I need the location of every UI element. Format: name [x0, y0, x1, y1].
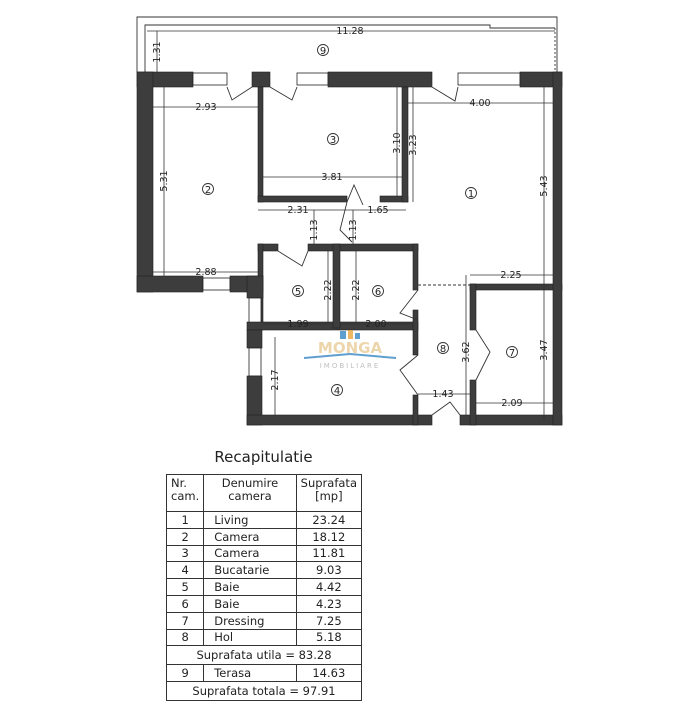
cell-name: Dressing — [203, 611, 297, 630]
cell-area: 7.25 — [295, 611, 363, 630]
dim-r2-bottom: 2.88 — [195, 267, 216, 278]
watermark-sub: IMOBILIARE — [320, 362, 381, 370]
dim-r6-width: 2.00 — [365, 319, 386, 330]
svg-text:9: 9 — [320, 46, 326, 57]
header-area: Suprafata [mp] — [295, 474, 363, 512]
cell-area: 23.24 — [295, 511, 363, 529]
dim-r1-left-height: 3.23 — [408, 134, 419, 155]
cell-name: Camera — [203, 544, 297, 563]
svg-text:1: 1 — [468, 189, 474, 200]
dim-r1-height: 5.43 — [539, 175, 550, 196]
svg-text:8: 8 — [440, 344, 446, 355]
room-1-label: 1 — [465, 187, 477, 200]
svg-text:3: 3 — [330, 135, 336, 146]
room-5-label: 5 — [292, 285, 304, 298]
room-4-label: 4 — [331, 384, 343, 397]
svg-text:7: 7 — [509, 348, 515, 359]
cell-area: 14.63 — [295, 664, 363, 683]
dim-terrace-depth: 1.31 — [152, 41, 163, 62]
table-header: Nr. cam. Denumire camera Suprafata [mp] — [165, 474, 363, 512]
cell-area: 11.81 — [295, 544, 363, 563]
cell-name: Bucatarie — [203, 561, 297, 580]
room-3-label: 3 — [327, 133, 339, 146]
dimension-labels: 11.28 1.31 2.93 5.31 2.88 3.81 3.10 3.23… — [152, 26, 550, 409]
terrace-outline — [136, 16, 558, 72]
header-name: Denumire camera — [203, 474, 297, 512]
cell-nr: 3 — [165, 544, 205, 563]
walls — [136, 71, 563, 426]
summary-table: Nr. cam. Denumire camera Suprafata [mp] … — [165, 474, 363, 702]
cell-name: Baie — [203, 578, 297, 596]
room-8-label: 8 — [437, 342, 449, 355]
cell-nr: 7 — [165, 611, 205, 630]
grand-total-row: Suprafata totala = 97.91 — [166, 681, 362, 702]
cell-name: Hol — [203, 628, 297, 647]
dim-r7-width: 2.09 — [501, 398, 522, 409]
dim-r8-height: 3.62 — [461, 341, 472, 362]
cell-area: 4.42 — [295, 578, 363, 596]
cell-area: 9.03 — [295, 561, 363, 580]
useful-total-row: Suprafata utila = 83.28 — [166, 645, 362, 666]
useful-total: Suprafata utila = 83.28 — [166, 645, 362, 666]
svg-text:2: 2 — [205, 185, 211, 196]
doors — [226, 86, 491, 416]
dim-r7-height: 3.47 — [539, 339, 550, 360]
dim-hall-h1: 1.13 — [309, 219, 320, 240]
cell-nr: 2 — [165, 527, 205, 546]
cell-name: Terasa — [203, 664, 297, 683]
cell-area: 18.12 — [295, 527, 363, 546]
table-row: 9 Terasa 14.63 — [165, 664, 363, 683]
dim-r7-top: 2.25 — [500, 270, 521, 281]
dim-hall-left: 2.31 — [287, 205, 308, 216]
cell-name: Baie — [203, 594, 297, 613]
cell-area: 5.18 — [295, 628, 363, 647]
dim-hall-h2: 1.13 — [348, 219, 359, 240]
cell-name: Living — [203, 511, 297, 529]
room-6-label: 6 — [372, 285, 384, 298]
dim-r8-width: 1.43 — [432, 389, 453, 400]
dimension-lines — [153, 87, 553, 420]
cell-nr: 6 — [165, 594, 205, 613]
grand-total: Suprafata totala = 97.91 — [166, 681, 362, 702]
svg-text:4: 4 — [334, 386, 340, 397]
header-nr: Nr. cam. — [165, 474, 205, 512]
dim-hall-right: 1.65 — [367, 205, 388, 216]
cell-area: 4.23 — [295, 594, 363, 613]
cell-nr: 5 — [165, 578, 205, 596]
floor-plan: 11.28 1.31 2.93 5.31 2.88 3.81 3.10 3.23… — [136, 16, 563, 426]
cell-nr: 4 — [165, 561, 205, 580]
room-numbers: 1 2 3 4 5 6 7 8 9 — [202, 44, 518, 397]
room-7-label: 7 — [506, 346, 518, 359]
dim-r5-height: 2.22 — [323, 279, 334, 300]
cell-nr: 8 — [165, 628, 205, 647]
dim-r2-width: 2.93 — [195, 102, 216, 113]
dim-r1-width: 4.00 — [469, 98, 490, 109]
dim-r3-width: 3.81 — [321, 172, 342, 183]
dim-r2-height: 5.31 — [159, 170, 170, 191]
cell-name: Camera — [203, 527, 297, 546]
room-9-label: 9 — [317, 44, 329, 57]
dim-r5-width: 1.99 — [287, 319, 308, 330]
svg-text:5: 5 — [295, 287, 301, 298]
dim-r6-height: 2.22 — [351, 279, 362, 300]
watermark-logo: MONGA IMOBILIARE — [303, 330, 397, 370]
room-2-label: 2 — [202, 183, 214, 196]
summary-title: Recapitulatie — [214, 448, 313, 466]
dim-r4-height: 2.17 — [270, 369, 281, 390]
cell-nr: 9 — [165, 664, 205, 683]
svg-text:6: 6 — [375, 287, 381, 298]
dim-r3-height: 3.10 — [392, 132, 403, 153]
cell-nr: 1 — [165, 511, 205, 529]
dim-terrace-width: 11.28 — [336, 26, 363, 37]
watermark-brand: MONGA — [318, 339, 383, 357]
